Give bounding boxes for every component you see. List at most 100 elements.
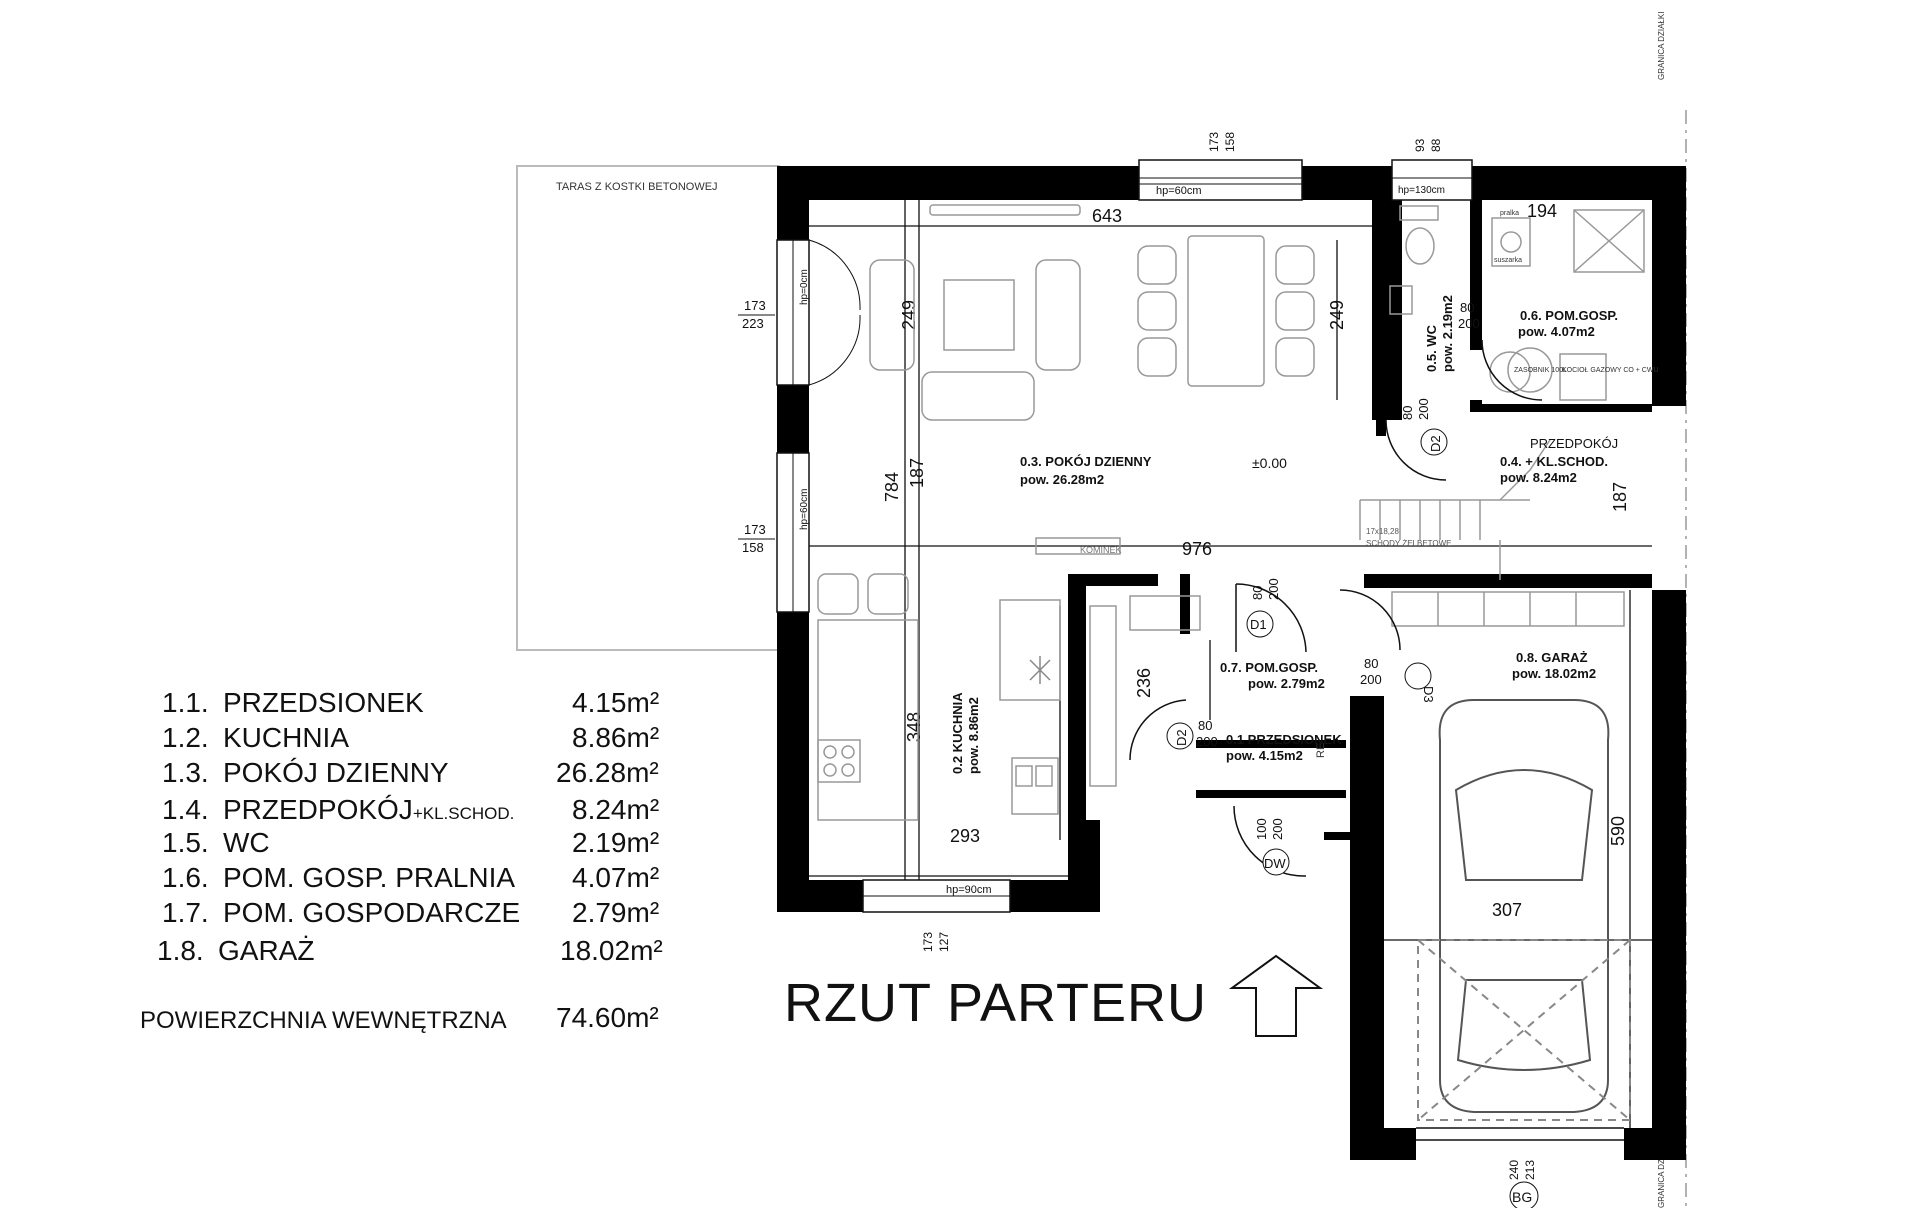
level-mark: ±0.00 [1252, 455, 1287, 471]
legend-code: 1.5. [162, 827, 209, 858]
room-utility-area: pow. 4.07m2 [1518, 324, 1595, 339]
room-hall-area: pow. 8.24m2 [1500, 470, 1577, 485]
legend-area: 26.28m² [556, 757, 659, 788]
room-garage-name: 0.8. GARAŻ [1516, 650, 1588, 665]
legend-name: POM. GOSP. PRALNIA [223, 862, 515, 894]
gate-h2: 213 [1523, 1160, 1537, 1180]
door-d2-w: 80 [1400, 406, 1415, 420]
room-garage-area: pow. 18.02m2 [1512, 666, 1596, 681]
walls [777, 166, 1686, 1160]
room-kitchen-name: 0.2 KUCHNIA [950, 692, 965, 774]
border-label-top: GRANICA DZIAŁKI [1657, 12, 1666, 80]
window-top-wc-sill: hp=130cm [1398, 185, 1445, 196]
room-labels: 0.3. POKÓJ DZIENNY pow. 26.28m2 0.2 KUCH… [950, 295, 1618, 774]
legend-code: 1.8. [157, 935, 204, 966]
legend-name: POKÓJ DZIENNY [223, 757, 449, 789]
stairs-label-2: SCHODY ŻELBETOWE [1366, 539, 1452, 548]
door-d3-w: 80 [1364, 656, 1378, 671]
dim-total-height: 784 [882, 472, 902, 502]
tank-label: ZASOBNIK 100L [1514, 367, 1567, 374]
room-living-area: pow. 26.28m2 [1020, 472, 1104, 487]
legend-name-text: POM. GOSPODARCZE [223, 897, 521, 928]
room-storage-area: pow. 2.79m2 [1248, 676, 1325, 691]
legend-area: 4.15m² [572, 687, 660, 718]
doors [1129, 339, 1543, 877]
room-wc-name: 0.5. WC [1424, 324, 1439, 372]
garage-gate: 240 213 BG [1416, 1127, 1624, 1208]
door-d2b-tag: D2 [1174, 729, 1189, 746]
legend-name: PRZEDSIONEK [223, 687, 424, 719]
window-top-living-sill: hp=60cm [1156, 185, 1202, 197]
dim-garage-height: 590 [1608, 816, 1628, 846]
legend-area: 2.79m² [572, 897, 660, 928]
dim-kitchen-width: 293 [950, 826, 980, 846]
dim-full-width: 976 [1182, 539, 1212, 559]
window-top-wc: hp=130cm 93 88 [1391, 138, 1473, 201]
legend-area: 8.24m² [572, 794, 660, 825]
legend-name-text: POM. GOSP. PRALNIA [223, 862, 516, 893]
legend-name-suffix: +KL.SCHOD. [412, 804, 515, 823]
door-d3-h: 200 [1360, 672, 1382, 687]
door-left-h2: 223 [742, 316, 764, 331]
door-d3-tag: D3 [1421, 686, 1436, 703]
window-top-living-h1: 173 [1207, 132, 1221, 152]
legend-area: 4.07m² [572, 862, 660, 893]
room-kitchen-area: pow. 8.86m2 [966, 697, 981, 774]
door-d1-w: 80 [1250, 586, 1265, 600]
legend-name: WC [223, 827, 270, 859]
room-wc-area: pow. 2.19m2 [1440, 295, 1455, 372]
dim-utility-width: 194 [1527, 201, 1557, 221]
door-dw: DW 100 200 [1254, 818, 1290, 876]
gate-tag: BG [1512, 1189, 1532, 1205]
fireplace-label: KOMINEK [1080, 545, 1122, 555]
re-label: RE [1315, 743, 1327, 758]
window-top-living: hp=60cm 173 158 [1138, 132, 1303, 201]
legend-name-text: POKÓJ DZIENNY [223, 757, 449, 788]
dim-kitchen-height: 348 [904, 712, 924, 742]
legend-name: PRZEDPOKÓJ+KL.SCHOD. [223, 794, 514, 826]
fixture-labels: pralka suszarka ZASOBNIK 100L KOCIOŁ GAZ… [1315, 210, 1659, 758]
legend-name-text: PRZEDPOKÓJ [223, 794, 413, 825]
room-vestibule-name: 0.1 PRZEDSIONEK [1226, 732, 1342, 747]
door-d3: D3 80 200 [1360, 656, 1436, 703]
terrace-label: TARAS Z KOSTKI BETONOWEJ [556, 181, 718, 193]
door-tags: D1 80 200 D2 80 200 D3 80 200 D2 80 200 … [1166, 300, 1480, 876]
door-d2b-w: 80 [1198, 718, 1212, 733]
door-d1-h: 200 [1266, 578, 1281, 600]
legend-code: 1.7. [162, 897, 209, 928]
legend-name: POM. GOSPODARCZE [223, 897, 520, 929]
terrace: TARAS Z KOSTKI BETONOWEJ [516, 165, 780, 651]
car [1417, 699, 1631, 1121]
stairs-label-1: 17x18,28 [1366, 527, 1399, 536]
door-d2b: D2 80 200 [1166, 718, 1218, 750]
door-dw-h: 200 [1270, 818, 1285, 840]
legend-name: GARAŻ [218, 935, 314, 967]
legend-code: 1.6. [162, 862, 209, 893]
legend-code: 1.4. [162, 794, 209, 825]
dim-living-right: 249 [1327, 300, 1347, 330]
door-dw-tag: DW [1264, 856, 1286, 871]
door-dw-w: 100 [1254, 818, 1269, 840]
dim-living-left: 249 [899, 300, 919, 330]
room-hall-name: 0.4. + KL.SCHOD. [1500, 454, 1608, 469]
door-left-terrace: hp=0cm 173 223 [738, 239, 861, 386]
window-bottom-h2: 127 [937, 932, 951, 952]
door-left-h1: 173 [744, 298, 766, 313]
dim-living-width: 643 [1092, 206, 1122, 226]
legend-name-text: WC [223, 827, 270, 858]
window-bottom-h1: 173 [921, 932, 935, 952]
windows: hp=60cm 173 158 hp=130cm 93 88 hp=0cm 17… [738, 132, 1624, 1208]
dimension-texts: 643 976 784 187 249 249 348 293 236 194 … [882, 201, 1630, 920]
door-wc-w: 80 [1460, 300, 1474, 315]
window-top-wc-h2: 88 [1429, 138, 1443, 152]
legend-code: 1.3. [162, 757, 209, 788]
legend-code: 1.1. [162, 687, 209, 718]
room-living-name: 0.3. POKÓJ DZIENNY [1020, 454, 1152, 469]
window-left: hp=60cm 173 158 [738, 452, 810, 613]
window-bottom-kitchen: hp=90cm 173 127 [862, 879, 1011, 952]
furniture: KOMINEK [817, 204, 1645, 821]
door-d2: D2 80 200 [1400, 398, 1448, 456]
door-d2b-h: 200 [1196, 734, 1218, 749]
entrance-arrow [1228, 954, 1324, 1037]
door-d1-tag: D1 [1250, 617, 1267, 632]
